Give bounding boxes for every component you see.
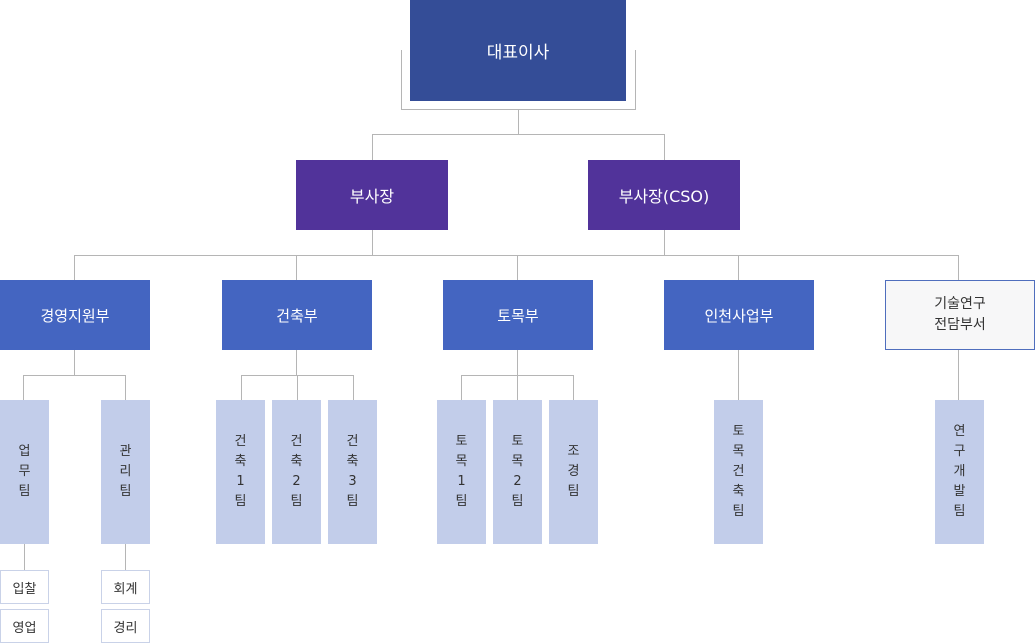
vice-president-cso-label: 부사장(CSO) xyxy=(618,187,710,206)
subunit-label: 경리 xyxy=(113,620,138,636)
arch-to-teams-connector xyxy=(241,350,354,400)
dept-label: 인천사업부 xyxy=(704,306,774,325)
dept-label: 토목부 xyxy=(497,306,539,325)
vice-president-label: 부사장 xyxy=(349,187,395,206)
subunit-label: 회계 xyxy=(113,581,138,597)
team-label: 건 축 1 팀 xyxy=(234,433,247,510)
subunit-bookkeeping: 경리 xyxy=(101,609,150,643)
team-civil-2: 토 목 2 팀 xyxy=(493,400,542,544)
vice-president-box: 부사장 xyxy=(296,160,448,230)
civil-to-teams-connector xyxy=(461,350,574,400)
ceo-label: 대표이사 xyxy=(486,43,550,63)
team-label: 토 목 2 팀 xyxy=(511,433,524,510)
team-architecture-1: 건 축 1 팀 xyxy=(216,400,265,544)
team-label: 토 목 1 팀 xyxy=(455,433,468,510)
dept-label: 경영지원부 xyxy=(40,306,110,325)
dept-management-support: 경영지원부 xyxy=(0,280,150,350)
mgmt-to-teams-connector xyxy=(23,350,126,400)
team-label: 건 축 3 팀 xyxy=(346,433,359,510)
team-architecture-2: 건 축 2 팀 xyxy=(272,400,321,544)
team-label: 관 리 팀 xyxy=(119,443,132,500)
subunit-accounting: 회계 xyxy=(101,570,150,604)
ceo-bracket xyxy=(401,50,636,110)
vp-to-dept-connector xyxy=(74,230,959,280)
vice-president-cso-box: 부사장(CSO) xyxy=(588,160,740,230)
team-label: 조 경 팀 xyxy=(567,443,580,500)
subunit-label: 영업 xyxy=(12,620,37,636)
team-label: 토 목 건 축 팀 xyxy=(732,423,745,520)
dept-label: 건축부 xyxy=(276,306,318,325)
subunit-label: 입찰 xyxy=(12,581,37,597)
team-research-development: 연 구 개 발 팀 xyxy=(935,400,984,544)
team-civil-1: 토 목 1 팀 xyxy=(437,400,486,544)
dept-architecture: 건축부 xyxy=(222,280,372,350)
team-to-subunit-connector xyxy=(24,544,126,570)
team-civil-architecture: 토 목 건 축 팀 xyxy=(714,400,763,544)
ceo-to-vp-connector xyxy=(372,110,665,160)
ceo-box: 대표이사 xyxy=(410,0,626,101)
subunit-bidding: 입찰 xyxy=(0,570,49,604)
subunit-sales: 영업 xyxy=(0,609,49,643)
dept-incheon-business: 인천사업부 xyxy=(664,280,814,350)
team-label: 업 무 팀 xyxy=(18,443,31,500)
dept-label: 기술연구 전담부서 xyxy=(934,296,986,333)
team-admin: 관 리 팀 xyxy=(101,400,150,544)
team-label: 건 축 2 팀 xyxy=(290,433,303,510)
team-architecture-3: 건 축 3 팀 xyxy=(328,400,377,544)
dept-civil-engineering: 토목부 xyxy=(443,280,593,350)
team-landscape: 조 경 팀 xyxy=(549,400,598,544)
team-label: 연 구 개 발 팀 xyxy=(953,423,966,520)
dept-research-lab: 기술연구 전담부서 xyxy=(885,280,1035,350)
team-business: 업 무 팀 xyxy=(0,400,49,544)
